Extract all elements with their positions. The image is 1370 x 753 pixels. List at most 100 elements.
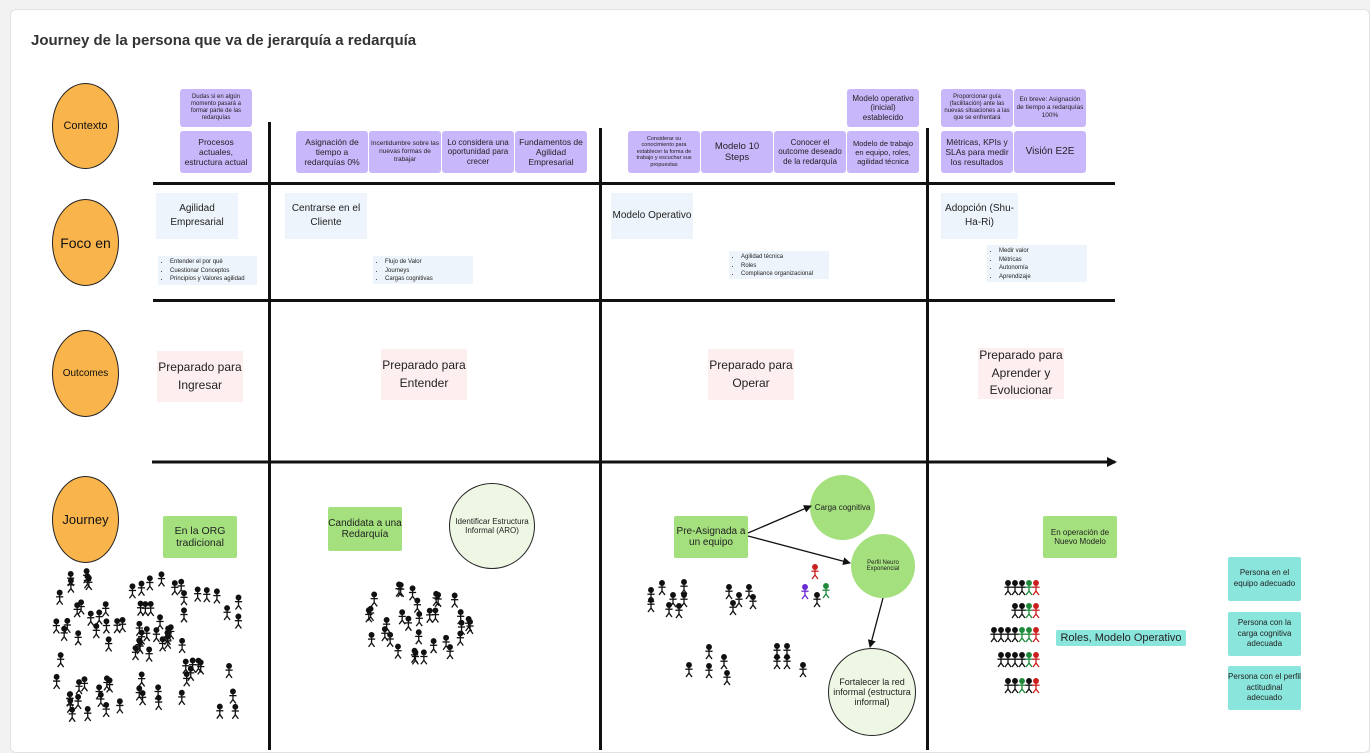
person-icon	[822, 583, 830, 599]
journey-pre-asignada: Pre-Asignada a un equipo	[674, 516, 748, 558]
legend-persona-perfil: Persona con el perfil actitudinal adecua…	[1228, 666, 1301, 710]
note-fundamentos: Fundamentos de Agilidad Empresarial	[515, 131, 587, 173]
journey-identificar-aro-text: Identificar Estructura Informal (ARO)	[455, 517, 529, 535]
person-icon	[426, 607, 434, 624]
person-icon	[1004, 580, 1012, 596]
label-roles-modelo-operativo-text: Roles, Modelo Operativo	[1060, 631, 1182, 644]
row-label-contexto-text: Contexto	[63, 120, 108, 132]
person-icon	[73, 602, 81, 618]
person-icon	[143, 626, 151, 642]
list-item: Flujo de Valor	[385, 258, 469, 267]
person-icon	[465, 616, 473, 632]
note-dudas-text: Dudas si en algún momento pasará a forma…	[190, 93, 242, 122]
outcome-aprender: Preparado para Aprender y Evolucionar	[978, 348, 1064, 399]
person-icon	[729, 600, 737, 616]
legend-persona-carga: Persona con la carga cognitiva adecuada	[1228, 612, 1301, 656]
note-conocer-text: Conocer el outcome deseado de la redarqu…	[778, 137, 842, 166]
person-icon	[680, 579, 688, 595]
note-modelo-10: Modelo 10 Steps	[701, 131, 773, 173]
note-modelo-operativo-foco-text: Modelo Operativo	[612, 210, 692, 221]
person-icon	[413, 597, 421, 613]
note-considerar-text: Considerar su conocimiento para establec…	[636, 135, 692, 168]
column-divider-1	[268, 122, 271, 750]
list-agilidad: Entender el por qué Cuestionar Conceptos…	[158, 256, 257, 285]
person-icon	[783, 654, 791, 670]
note-oportunidad: Lo considera una oportunidad para crecer	[442, 131, 514, 173]
person-icon	[1011, 580, 1019, 596]
person-icon	[68, 706, 76, 723]
list-item: Journeys	[385, 267, 469, 276]
journey-candidata: Candidata a una Redarquía	[328, 507, 402, 551]
row-label-journey: Journey	[52, 476, 119, 563]
row-divider-1	[153, 182, 1115, 185]
journey-perfil-neuro: Perfil Neuro Exponencial	[851, 534, 915, 598]
person-icon	[95, 609, 103, 625]
list-item: Roles	[741, 262, 825, 271]
person-icon	[397, 581, 405, 598]
note-modelo-operativo-foco: Modelo Operativo	[611, 193, 693, 239]
person-icon	[118, 617, 127, 633]
person-icon	[113, 618, 121, 634]
arrow-to-carga-cognitiva	[747, 505, 812, 534]
person-icon	[105, 636, 113, 652]
person-icon	[229, 688, 237, 704]
person-icon	[990, 627, 998, 643]
person-icon	[675, 603, 683, 619]
person-icon	[647, 597, 655, 613]
person-icon	[773, 654, 781, 670]
note-modelo-trabajo-text: Modelo de trabajo en equipo, roles, agil…	[852, 138, 914, 166]
journey-org-tradicional-text: En la ORG tradicional	[174, 525, 226, 549]
person-icon	[1018, 580, 1026, 596]
person-icon	[92, 623, 100, 639]
person-icon	[1011, 603, 1019, 619]
person-icon	[95, 684, 103, 700]
person-icon	[415, 629, 423, 645]
person-icon	[1025, 678, 1033, 694]
outcome-entender: Preparado para Entender	[381, 349, 467, 400]
person-icon	[67, 577, 75, 593]
person-icon	[53, 673, 61, 690]
person-icon	[75, 679, 83, 695]
person-icon	[1025, 627, 1033, 643]
person-icon	[1032, 580, 1040, 596]
person-icon	[658, 580, 666, 596]
person-icon	[1018, 678, 1026, 694]
note-incertidumbre-text: Incertidumbre sobre las nuevas formas de…	[371, 140, 439, 163]
person-icon	[1025, 603, 1033, 619]
person-icon	[1018, 652, 1026, 668]
list-operativo: Agilidad técnica Roles Compliance organi…	[729, 251, 829, 279]
person-icon	[446, 644, 454, 660]
person-icon	[1025, 580, 1033, 596]
person-icon	[1004, 627, 1012, 643]
person-icon	[997, 627, 1005, 643]
person-icon	[386, 631, 394, 648]
column-divider-3	[926, 128, 929, 750]
row-label-outcomes-text: Outcomes	[62, 368, 109, 379]
person-icon	[398, 609, 406, 625]
person-icon	[203, 587, 211, 603]
person-icon	[411, 649, 420, 665]
person-icon	[146, 575, 154, 591]
note-conocer: Conocer el outcome deseado de la redarqu…	[774, 131, 846, 173]
person-icon	[66, 691, 74, 707]
journey-carga-cognitiva: Carga cognitiva	[810, 475, 875, 540]
list-item: Compliance organizacional	[741, 270, 825, 279]
person-icon	[451, 592, 459, 608]
person-icon	[157, 571, 166, 587]
person-icon	[84, 706, 92, 722]
person-icon	[178, 689, 186, 706]
column-divider-2	[599, 128, 602, 750]
person-icon	[705, 644, 713, 660]
journey-fortalecer-red: Fortalecer la red informal (estructura i…	[828, 648, 916, 736]
person-icon	[213, 588, 221, 604]
person-icon	[158, 636, 167, 652]
person-icon	[77, 599, 85, 615]
person-icon	[1011, 627, 1019, 643]
diagram-drawing	[52, 457, 1117, 723]
note-agilidad-empresarial: Agilidad Empresarial	[156, 193, 238, 239]
journey-pre-asignada-text: Pre-Asignada a un equipo	[676, 526, 746, 548]
person-icon	[408, 585, 417, 601]
person-icon	[194, 586, 202, 602]
person-icon	[80, 676, 89, 692]
legend-persona-equipo: Persona en el equipo adecuado	[1228, 557, 1301, 601]
